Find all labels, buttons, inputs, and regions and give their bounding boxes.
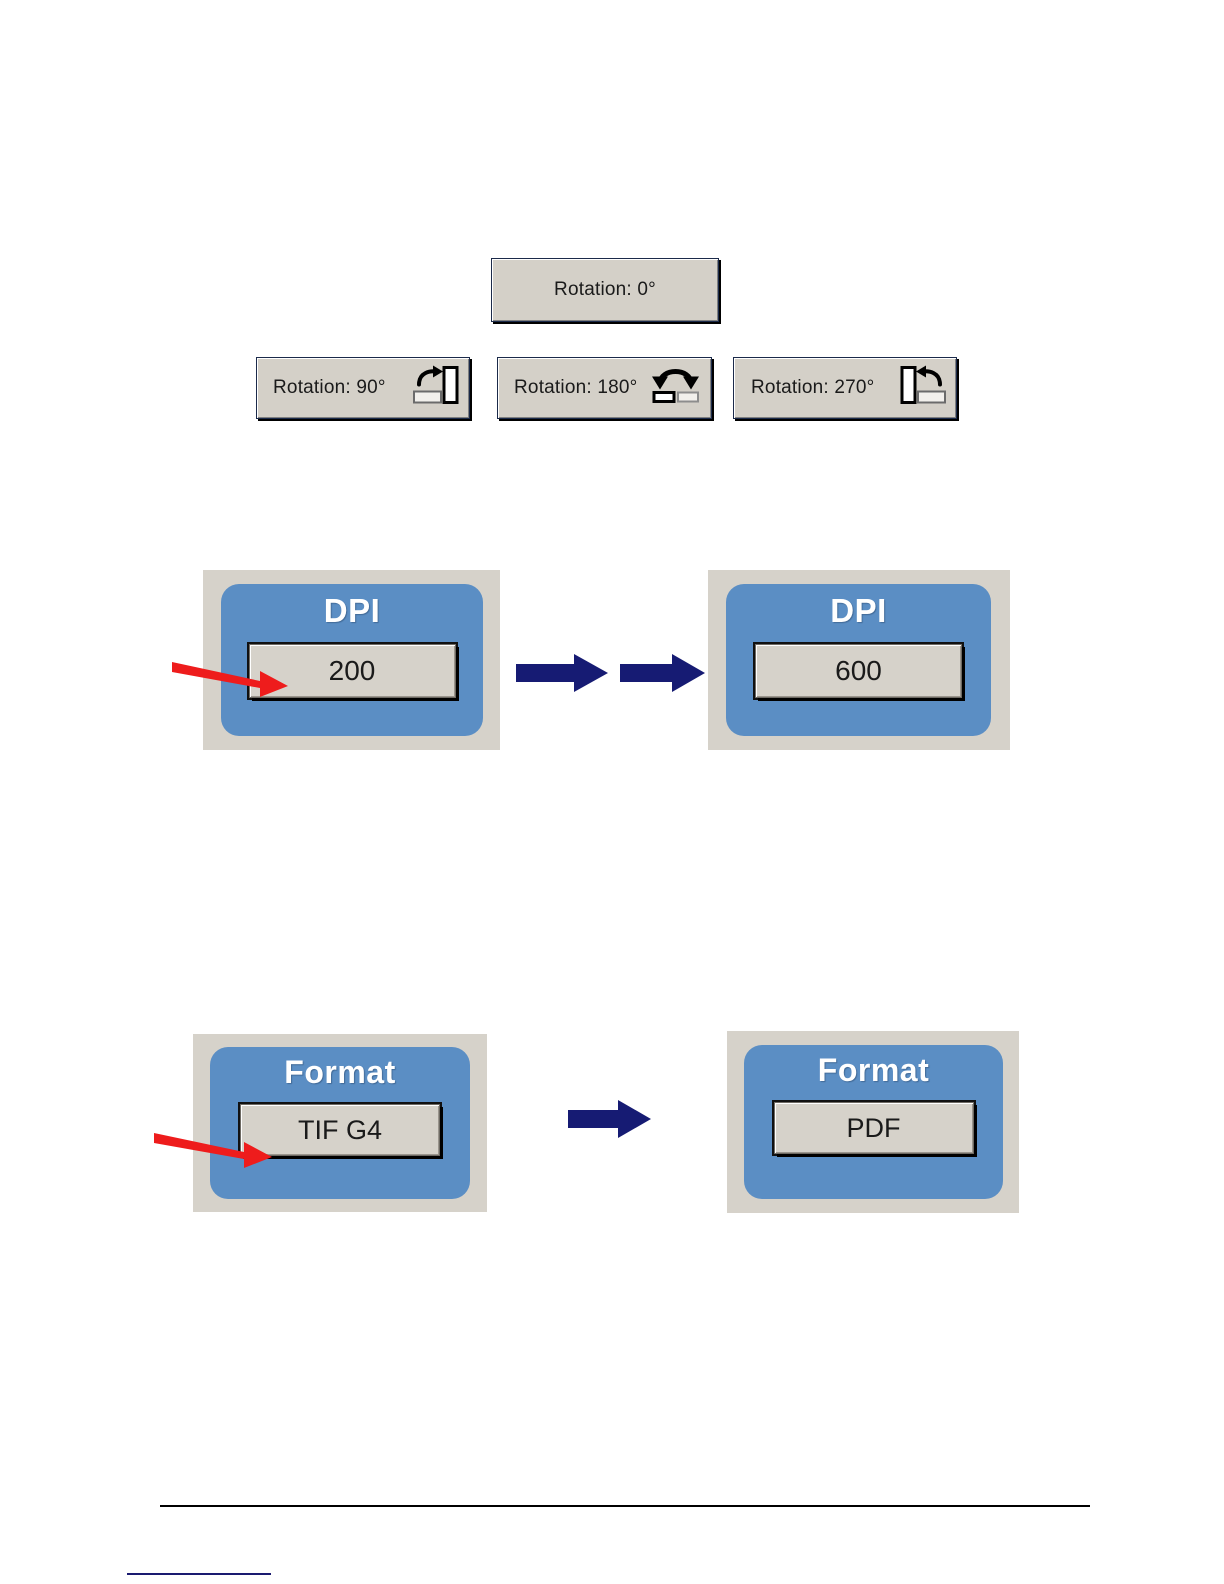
format-before-blue-card: Format TIF G4 [210, 1047, 470, 1199]
format-after-panel: Format PDF [727, 1031, 1019, 1213]
right-arrow-icon-dpi-1 [514, 652, 612, 699]
dpi-before-title: DPI [323, 592, 381, 629]
red-pointer-arrow-icon-format [150, 1121, 280, 1178]
rotation-0-label: Rotation: 0° [554, 279, 656, 300]
dpi-after-panel: DPI 600 [708, 570, 1010, 750]
dpi-after-blue-card: DPI 600 [726, 584, 991, 736]
rotation-90-button[interactable]: Rotation: 90° [256, 357, 470, 419]
red-pointer-arrow-icon-dpi [168, 650, 296, 707]
format-before-title: Format [284, 1054, 396, 1090]
rotation-180-button[interactable]: Rotation: 180° [497, 357, 712, 419]
rotate-180-icon [651, 365, 701, 412]
right-arrow-icon-format [566, 1098, 654, 1145]
format-before-value-button[interactable]: TIF G4 [240, 1104, 440, 1156]
footer-divider [160, 1505, 1090, 1507]
rotation-0-button[interactable]: Rotation: 0° [491, 258, 719, 322]
rotation-180-label: Rotation: 180° [514, 377, 638, 398]
right-arrow-icon-dpi-2 [618, 652, 708, 699]
dpi-after-value-button[interactable]: 600 [755, 644, 962, 698]
format-after-value-button[interactable]: PDF [773, 1102, 974, 1154]
footnote-divider [127, 1573, 271, 1575]
rotation-270-label: Rotation: 270° [751, 377, 875, 398]
format-before-panel: Format TIF G4 [193, 1034, 487, 1212]
format-after-blue-card: Format PDF [744, 1045, 1003, 1199]
dpi-after-title: DPI [830, 592, 887, 629]
dpi-before-value-button[interactable]: 200 [248, 644, 456, 698]
rotation-270-button[interactable]: Rotation: 270° [733, 357, 957, 419]
rotation-90-label: Rotation: 90° [273, 377, 386, 398]
rotate-90-icon [413, 365, 459, 412]
dpi-before-blue-card: DPI 200 [221, 584, 483, 736]
rotate-270-icon [900, 365, 946, 412]
dpi-before-panel: DPI 200 [203, 570, 500, 750]
format-after-title: Format [817, 1052, 930, 1088]
